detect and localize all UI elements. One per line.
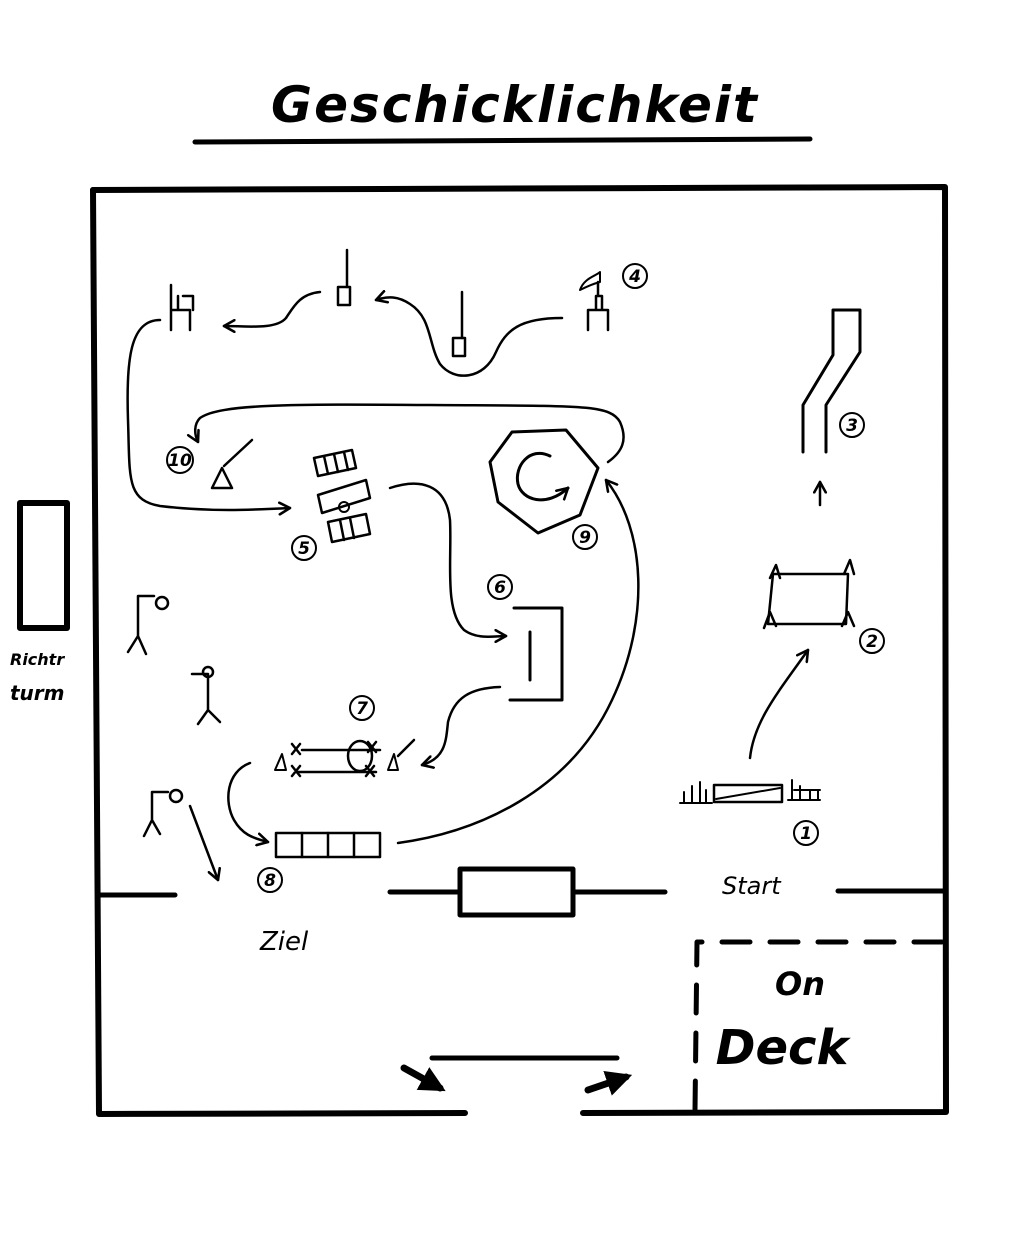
title-underline (192, 136, 813, 145)
hook-stand-3-ring (168, 788, 184, 804)
judge-tower-label-line1: Richtr (10, 650, 65, 669)
obstacle-1-number (793, 820, 819, 846)
obstacle-3-lane (801, 308, 862, 454)
obstacle-7-rails (274, 738, 416, 778)
route-pole-to-chair (224, 290, 322, 327)
start-label: Start (722, 872, 782, 900)
obstacle-3-number (839, 412, 865, 438)
obstacle-9-hexagon (488, 428, 600, 535)
hook-stand-2 (190, 672, 222, 726)
exit-arrow-icon (584, 1071, 633, 1096)
hook-stand-1 (126, 594, 156, 656)
finish-label: Ziel (259, 927, 309, 957)
obstacle-6-number-text: 6 (494, 578, 506, 598)
obstacle-7-number-text: 7 (356, 699, 368, 719)
obstacle-5-number (291, 535, 317, 561)
arena-border (90, 184, 949, 1116)
obstacle-1-bridge (679, 779, 821, 804)
obstacle-9-number-text: 9 (579, 528, 591, 548)
arena-border-left (90, 187, 468, 1117)
entry-arrow-icon (400, 1064, 446, 1092)
route-1-to-2 (748, 650, 808, 760)
judge-tower (17, 500, 70, 631)
pole-b-base (336, 285, 352, 307)
route-5-to-6 (388, 482, 506, 637)
hook-stand-1-ring (154, 595, 170, 611)
route-chair-to-5 (126, 318, 290, 510)
on-deck-label-line1: On (775, 965, 825, 1003)
diagram-title: Geschicklichkeit (271, 76, 759, 134)
obstacle-4-number (622, 263, 648, 289)
pole-a-base (451, 336, 467, 358)
on-deck-label-line2: Deck (716, 1020, 852, 1076)
obstacle-8-number-text: 8 (264, 871, 276, 891)
route-9-to-10 (195, 403, 625, 464)
route-7-to-8 (227, 761, 268, 842)
obstacle-2-square (762, 558, 856, 630)
obstacle-3-number-text: 3 (846, 416, 858, 436)
on-deck-area (692, 939, 945, 1113)
obstacle-2-number (859, 628, 885, 654)
obstacle-5-number-text: 5 (298, 539, 310, 559)
route-8-to-9 (396, 480, 640, 845)
route-to-finish (188, 804, 218, 880)
obstacle-4-number-text: 4 (628, 267, 641, 287)
obstacle-10-number (166, 446, 194, 474)
obstacle-5-boards (312, 448, 372, 544)
obstacle-9-circle-arrow (515, 451, 570, 502)
obstacle-6-box (508, 606, 564, 702)
obstacle-10-cone (210, 438, 254, 490)
route-4-to-pole (376, 297, 564, 377)
obstacle-1-number-text: 1 (800, 824, 812, 844)
obstacle-4-post (579, 271, 610, 332)
route-6-to-7 (422, 685, 502, 765)
obstacle-10-number-text: 10 (168, 451, 192, 471)
obstacle-8-number (257, 867, 283, 893)
judge-tower-label-line2: turm (10, 681, 65, 705)
obstacle-8-ladder (274, 831, 382, 859)
obstacle-2-number-text: 2 (866, 632, 878, 652)
obstacle-6-number (487, 574, 513, 600)
obstacle-7-number (349, 695, 375, 721)
entry-box (457, 866, 576, 918)
obstacle-9-number (572, 524, 598, 550)
chair-obstacle (169, 283, 195, 332)
hook-stand-2-ring (201, 665, 215, 679)
hook-stand-3 (142, 790, 170, 838)
